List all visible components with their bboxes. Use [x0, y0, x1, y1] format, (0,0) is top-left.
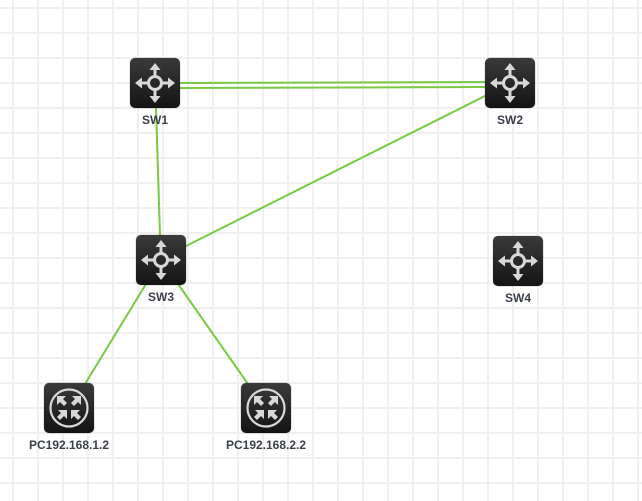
switch-icon: [485, 58, 535, 108]
switch-icon: [130, 58, 180, 108]
pc-router-icon: [241, 383, 291, 433]
link-sw3-pc1[interactable]: [84, 283, 147, 385]
link-sw3-pc2[interactable]: [177, 283, 249, 385]
switch-icon: [493, 236, 543, 286]
node-sw1[interactable]: SW1: [130, 58, 180, 127]
link-sw1-sw2-a[interactable]: [179, 81, 486, 84]
node-sw4[interactable]: SW4: [493, 236, 543, 305]
node-label: PC192.168.1.2: [28, 438, 110, 452]
switch-icon: [136, 235, 186, 285]
node-label: SW4: [504, 291, 532, 305]
link-sw1-sw2-b[interactable]: [179, 86, 486, 89]
node-sw2[interactable]: SW2: [485, 58, 535, 127]
node-pc2[interactable]: PC192.168.2.2: [226, 383, 306, 452]
node-pc1[interactable]: PC192.168.1.2: [29, 383, 109, 452]
node-label: SW3: [147, 290, 175, 304]
pc-router-icon: [44, 383, 94, 433]
node-label: SW1: [141, 113, 169, 127]
node-sw3[interactable]: SW3: [136, 235, 186, 304]
link-sw2-sw3[interactable]: [185, 94, 488, 247]
node-label: PC192.168.2.2: [225, 438, 307, 452]
node-label: SW2: [496, 113, 524, 127]
link-sw1-sw3[interactable]: [155, 107, 161, 236]
